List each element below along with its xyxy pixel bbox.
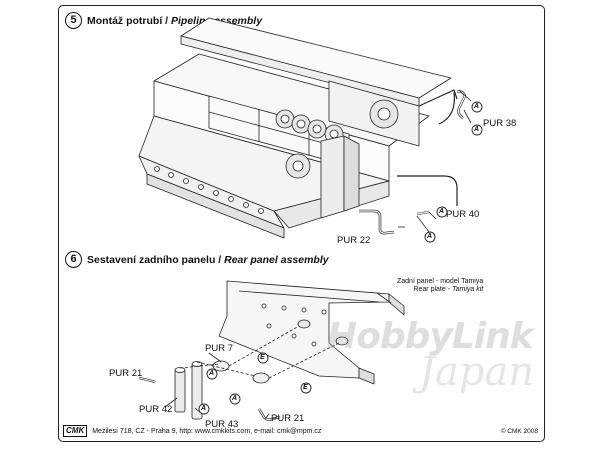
rear-plate-note: Zadní panel - model Tamiya Rear plate - … [397, 278, 483, 294]
part-label-pur21-right: PUR 21 [271, 413, 305, 424]
rear-plate-note-en-prefix: Rear plate - [413, 286, 452, 293]
part-label-pur21-left: PUR 21 [109, 368, 143, 379]
step6-title: Sestavení zadního panelu / Rear panel as… [87, 254, 329, 266]
step6-number: 6 [65, 251, 82, 268]
instruction-sheet: 5 Montáž potrubí / Pipeline assembly 6 S… [58, 5, 545, 442]
callout-a-6: A [232, 395, 238, 402]
step6-title-en: Rear panel assembly [224, 253, 329, 266]
callout-a-5: A [209, 370, 215, 377]
callout-e-1: E [260, 354, 265, 361]
part-label-pur42: PUR 42 [139, 404, 173, 415]
cmk-logo: CMK [63, 425, 88, 437]
callout-a-4: A [427, 233, 433, 240]
step6-header: 6 Sestavení zadního panelu / Rear panel … [65, 251, 329, 268]
callout-a-7: A [201, 405, 207, 412]
callout-e-2: E [303, 384, 308, 391]
assembly-drawing [138, 17, 483, 421]
step5-number: 5 [65, 12, 82, 29]
callout-a-3: A [439, 208, 445, 215]
footer-address: Mezilesí 718, CZ - Praha 9, http: www.cm… [92, 427, 322, 435]
part-label-pur43: PUR 43 [205, 419, 239, 430]
part-label-pur38: PUR 38 [483, 118, 517, 129]
part-label-pur22: PUR 22 [337, 235, 371, 246]
step6-title-cz: Sestavení zadního panelu / [87, 253, 225, 266]
step5-title-cz: Montáž potrubí / [87, 14, 171, 27]
part-label-pur7: PUR 7 [205, 343, 233, 354]
part-label-pur40: PUR 40 [446, 209, 480, 220]
rear-plate-note-cz: Zadní panel - model Tamiya [397, 278, 484, 285]
footer-copyright: © CMK 2008 [500, 427, 538, 435]
callout-a-2: A [474, 126, 480, 133]
footer: CMK Mezilesí 718, CZ - Praha 9, http: ww… [63, 424, 538, 438]
callout-a-1: A [474, 103, 480, 110]
rear-plate-note-en: Rear plate - Tamiya kit [397, 286, 483, 294]
rear-plate-note-en-kit: Tamiya kit [451, 286, 484, 293]
